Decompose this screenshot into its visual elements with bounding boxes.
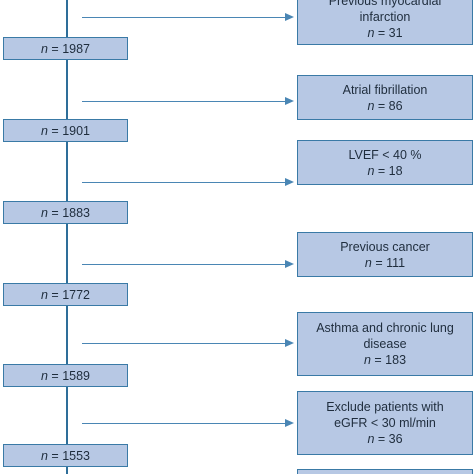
retained-count-box: n = 1589 [3, 364, 128, 387]
exclusion-reason-line2: eGFR < 30 ml/min [334, 416, 436, 430]
exclusion-box-egfr: Exclude patients with eGFR < 30 ml/min n… [297, 391, 473, 455]
exclusion-arrow [82, 264, 287, 265]
retained-count: n = 1772 [40, 287, 91, 302]
exclusion-box-asthma-lung-disease: Asthma and chronic lung disease n = 183 [297, 312, 473, 376]
arrowhead-icon [285, 13, 294, 21]
retained-count: n = 1901 [40, 123, 91, 138]
retained-count-box: n = 1987 [3, 37, 128, 60]
exclusion-box-lvef: LVEF < 40 % n = 18 [297, 140, 473, 185]
exclusion-reason-line1: Atrial fibrillation [342, 82, 428, 97]
retained-count: n = 1987 [40, 41, 91, 56]
arrowhead-icon [285, 339, 294, 347]
exclusion-arrow [82, 101, 287, 102]
retained-count-box: n = 1553 [3, 444, 128, 467]
exclusion-count: n = 111 [364, 255, 406, 270]
exclusion-reason-line1: Previous myocardial [328, 0, 442, 8]
exclusion-count: n = 86 [367, 98, 403, 113]
exclusion-box-myocardial-infarction: Previous myocardial infarction n = 31 [297, 0, 473, 45]
exclusion-arrow [82, 343, 287, 344]
exclusion-reason-line1: LVEF < 40 % [348, 147, 422, 162]
exclusion-count: n = 36 [367, 432, 403, 446]
retained-count: n = 1589 [40, 368, 91, 383]
retained-count-box: n = 1901 [3, 119, 128, 142]
arrowhead-icon [285, 419, 294, 427]
exclusion-arrow [82, 17, 287, 18]
exclusion-arrow [82, 423, 287, 424]
exclusion-reason-line1: Asthma and chronic lung [316, 321, 454, 335]
exclusion-box-previous-cancer: Previous cancer n = 111 [297, 232, 473, 277]
arrowhead-icon [285, 260, 294, 268]
exclusion-reason-line2: disease [363, 337, 407, 351]
exclusion-count: n = 183 [363, 353, 407, 367]
retained-count: n = 1883 [40, 205, 91, 220]
retained-count: n = 1553 [40, 448, 91, 463]
exclusion-count: n = 18 [367, 163, 403, 178]
exclusion-count: n = 31 [367, 25, 403, 40]
retained-count-box: n = 1883 [3, 201, 128, 224]
exclusion-box-next [297, 469, 473, 474]
arrowhead-icon [285, 97, 294, 105]
exclusion-box-atrial-fibrillation: Atrial fibrillation n = 86 [297, 75, 473, 120]
exclusion-arrow [82, 182, 287, 183]
exclusion-reason-line1: Exclude patients with [326, 400, 444, 414]
exclusion-reason-line1: Previous cancer [340, 239, 430, 254]
exclusion-reason-line2: infarction [359, 9, 411, 24]
main-flow-line [66, 0, 68, 474]
retained-count-box: n = 1772 [3, 283, 128, 306]
arrowhead-icon [285, 178, 294, 186]
